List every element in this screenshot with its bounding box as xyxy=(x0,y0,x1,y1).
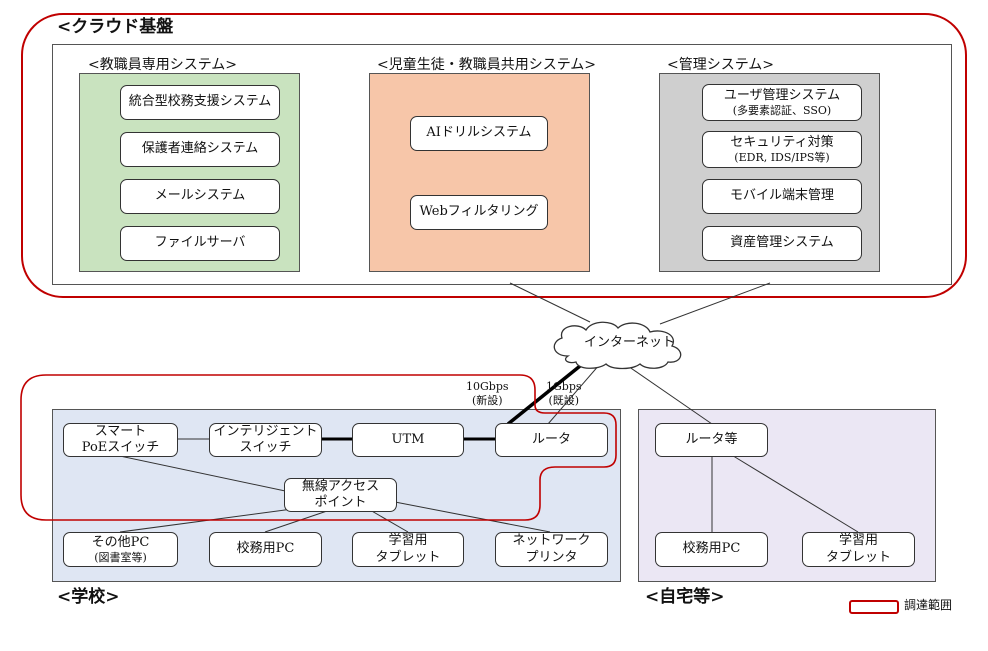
school-title: <学校> xyxy=(57,587,120,607)
node-label: 校務用PC xyxy=(682,541,741,557)
cloud-title: <クラウド基盤 xyxy=(57,17,174,37)
management-group-title: <管理システム> xyxy=(667,57,775,73)
home-learning-tablet[interactable]: 学習用 タブレット xyxy=(802,532,915,567)
security-measures[interactable]: セキュリティ対策 (EDR, IDS/IPS等) xyxy=(702,131,862,168)
wireless-access-point[interactable]: 無線アクセス ポイント xyxy=(284,478,397,512)
ai-drill-system[interactable]: AIドリルシステム xyxy=(410,116,548,151)
node-sublabel: (図書室等) xyxy=(94,550,147,564)
node-label: スイッチ xyxy=(239,440,292,455)
node-label: セキュリティ対策 xyxy=(730,134,834,150)
node-label: ポイント xyxy=(314,495,367,510)
mobile-device-management[interactable]: モバイル端末管理 xyxy=(702,179,862,214)
legend-swatch xyxy=(849,600,899,614)
node-label: その他PC xyxy=(91,534,150,550)
cloud-inner-box xyxy=(52,44,952,285)
intelligent-switch[interactable]: インテリジェント スイッチ xyxy=(209,423,322,457)
node-label: AIドリルシステム xyxy=(426,125,532,141)
node-label: PoEスイッチ xyxy=(81,440,160,455)
asset-management-system[interactable]: 資産管理システム xyxy=(702,226,862,261)
node-sublabel: (多要素認証、SSO) xyxy=(732,103,832,117)
link-1gbps-label: 1Gbps (既設) xyxy=(546,380,582,409)
link-10gbps-label: 10Gbps (新設) xyxy=(466,380,509,409)
internet-cloud-icon xyxy=(553,321,682,370)
node-label: Webフィルタリング xyxy=(419,204,539,220)
legend-label: 調達範囲 xyxy=(904,598,953,612)
node-label: スマート xyxy=(94,423,147,439)
home-title: <自宅等> xyxy=(645,587,725,607)
home-admin-pc[interactable]: 校務用PC xyxy=(655,532,768,567)
node-label: 資産管理システム xyxy=(730,235,834,251)
node-label: 学習用 xyxy=(388,533,428,549)
web-filtering[interactable]: Webフィルタリング xyxy=(410,195,548,230)
node-label: プリンタ xyxy=(525,549,578,565)
smart-poe-switch[interactable]: スマート PoEスイッチ xyxy=(63,423,178,457)
node-label: ルータ等 xyxy=(685,431,738,447)
school-router[interactable]: ルータ xyxy=(495,423,608,457)
node-label: タブレット xyxy=(825,549,891,565)
other-pc[interactable]: その他PC (図書室等) xyxy=(63,532,178,567)
internet-label: インターネット xyxy=(584,335,676,350)
node-label: メールシステム xyxy=(154,188,246,204)
link-speed: 1Gbps xyxy=(546,380,582,393)
file-server[interactable]: ファイルサーバ xyxy=(120,226,280,261)
school-learning-tablet[interactable]: 学習用 タブレット xyxy=(352,532,464,567)
staff-group-title: <教職員専用システム> xyxy=(88,57,238,73)
node-label: 無線アクセス xyxy=(301,478,380,494)
utm[interactable]: UTM xyxy=(352,423,464,457)
node-label: 学習用 xyxy=(838,533,878,549)
shared-systems-group xyxy=(369,73,590,272)
parent-contact-system[interactable]: 保護者連絡システム xyxy=(120,132,280,167)
node-label: ユーザ管理システム xyxy=(723,87,841,103)
user-management-system[interactable]: ユーザ管理システム (多要素認証、SSO) xyxy=(702,84,862,121)
node-label: ネットワーク xyxy=(512,533,591,549)
node-label: UTM xyxy=(391,431,425,447)
mail-system[interactable]: メールシステム xyxy=(120,179,280,214)
link-note: (既設) xyxy=(548,394,580,408)
node-label: ルータ xyxy=(531,431,571,447)
node-label: 校務用PC xyxy=(236,541,295,557)
home-router[interactable]: ルータ等 xyxy=(655,423,768,457)
school-affairs-system[interactable]: 統合型校務支援システム xyxy=(120,85,280,120)
node-label: ファイルサーバ xyxy=(154,235,246,251)
node-label: モバイル端末管理 xyxy=(729,188,834,204)
link-note: (新設) xyxy=(471,394,503,408)
network-printer[interactable]: ネットワーク プリンタ xyxy=(495,532,608,567)
node-label: 統合型校務支援システム xyxy=(128,94,272,110)
node-label: インテリジェント xyxy=(213,423,318,439)
shared-group-title: <児童生徒・教職員共用システム> xyxy=(377,57,597,73)
cloud-procurement-outline xyxy=(21,13,967,298)
node-label: タブレット xyxy=(375,549,441,565)
link-speed: 10Gbps xyxy=(466,380,509,393)
node-label: 保護者連絡システム xyxy=(141,141,259,157)
school-admin-pc[interactable]: 校務用PC xyxy=(209,532,322,567)
node-sublabel: (EDR, IDS/IPS等) xyxy=(734,150,830,164)
